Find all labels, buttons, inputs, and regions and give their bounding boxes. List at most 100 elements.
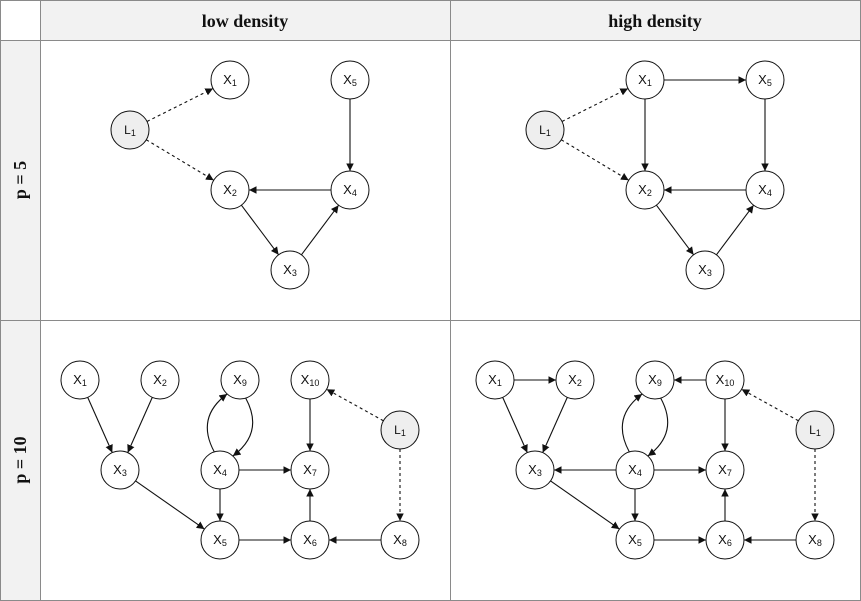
column-header-high-density: high density bbox=[608, 11, 702, 31]
edge-l1-to-x10 bbox=[326, 388, 384, 422]
latent-node-circle bbox=[110, 110, 150, 150]
node-x3: X3 bbox=[685, 250, 725, 290]
node-label: X1 bbox=[73, 372, 87, 388]
node-circle bbox=[270, 250, 310, 290]
node-l1: L1 bbox=[525, 110, 565, 150]
node-circle bbox=[615, 520, 655, 560]
node-x2: X2 bbox=[140, 360, 180, 400]
node-circle bbox=[625, 60, 665, 100]
node-label: X5 bbox=[343, 72, 357, 88]
node-x9: X9 bbox=[220, 360, 260, 400]
header-cell-high bbox=[450, 0, 861, 41]
node-circle bbox=[475, 360, 515, 400]
node-x9: X9 bbox=[635, 360, 675, 400]
edge-l1-to-x10 bbox=[741, 388, 799, 422]
latent-node-circle bbox=[795, 410, 835, 450]
edge-x4-to-x9 bbox=[206, 393, 228, 453]
corner-cell bbox=[0, 0, 41, 41]
node-x3: X3 bbox=[100, 450, 140, 490]
node-circle bbox=[330, 170, 370, 210]
node-label: X2 bbox=[638, 182, 652, 198]
node-label: X5 bbox=[213, 532, 227, 548]
node-label: X1 bbox=[488, 372, 502, 388]
node-circle bbox=[705, 450, 745, 490]
node-x4: X4 bbox=[200, 450, 240, 490]
node-label: X9 bbox=[233, 372, 247, 388]
node-circle bbox=[705, 520, 745, 560]
edge-x4-to-x9 bbox=[621, 393, 643, 453]
node-x1: X1 bbox=[625, 60, 665, 100]
node-x8: X8 bbox=[795, 520, 835, 560]
node-label: X5 bbox=[628, 532, 642, 548]
node-label: X9 bbox=[648, 372, 662, 388]
node-label: X6 bbox=[718, 532, 732, 548]
node-x4: X4 bbox=[745, 170, 785, 210]
node-circle bbox=[705, 360, 745, 400]
edge-x2-to-x3 bbox=[127, 397, 153, 453]
node-circle bbox=[625, 170, 665, 210]
node-x2: X2 bbox=[625, 170, 665, 210]
node-x1: X1 bbox=[475, 360, 515, 400]
node-x10: X10 bbox=[290, 360, 330, 400]
node-circle bbox=[515, 450, 555, 490]
node-circle bbox=[615, 450, 655, 490]
node-x2: X2 bbox=[210, 170, 250, 210]
node-circle bbox=[220, 360, 260, 400]
node-label: X2 bbox=[153, 372, 167, 388]
node-x1: X1 bbox=[210, 60, 250, 100]
node-circle bbox=[210, 60, 250, 100]
edge-x9-to-x4 bbox=[232, 397, 254, 457]
node-label: L1 bbox=[124, 123, 136, 138]
node-label: X5 bbox=[758, 72, 772, 88]
node-x3: X3 bbox=[270, 250, 310, 290]
node-l1: L1 bbox=[795, 410, 835, 450]
edge-l1-to-x1 bbox=[146, 88, 214, 122]
node-circle bbox=[290, 520, 330, 560]
row-header-cell-p5 bbox=[0, 40, 41, 321]
node-x10: X10 bbox=[705, 360, 745, 400]
node-label: X4 bbox=[213, 462, 227, 478]
node-x7: X7 bbox=[290, 450, 330, 490]
node-circle bbox=[380, 520, 420, 560]
node-circle bbox=[745, 60, 785, 100]
node-x1: X1 bbox=[60, 360, 100, 400]
node-label: X3 bbox=[283, 262, 297, 278]
node-x7: X7 bbox=[705, 450, 745, 490]
node-label: X10 bbox=[301, 372, 320, 388]
node-label: X1 bbox=[638, 72, 652, 88]
node-label: X6 bbox=[303, 532, 317, 548]
edge-x2-to-x3 bbox=[542, 397, 568, 453]
node-label: X7 bbox=[718, 462, 732, 478]
node-x3: X3 bbox=[515, 450, 555, 490]
node-label: X3 bbox=[698, 262, 712, 278]
node-circle bbox=[290, 360, 330, 400]
node-label: L1 bbox=[539, 123, 551, 138]
edge-x1-to-x3 bbox=[87, 397, 113, 453]
node-label: X7 bbox=[303, 462, 317, 478]
node-circle bbox=[290, 450, 330, 490]
edge-x2-to-x3 bbox=[240, 204, 280, 256]
node-circle bbox=[210, 170, 250, 210]
edge-x3-to-x4 bbox=[715, 204, 755, 256]
node-label: X4 bbox=[628, 462, 642, 478]
node-label: X3 bbox=[113, 462, 127, 478]
node-x5: X5 bbox=[330, 60, 370, 100]
node-circle bbox=[685, 250, 725, 290]
node-circle bbox=[795, 520, 835, 560]
node-l1: L1 bbox=[380, 410, 420, 450]
edge-x2-to-x3 bbox=[655, 204, 695, 256]
row-header-p10: p = 10 bbox=[10, 436, 30, 483]
node-x5: X5 bbox=[200, 520, 240, 560]
edge-x3-to-x4 bbox=[300, 204, 340, 256]
node-circle bbox=[555, 360, 595, 400]
edge-x3-to-x5 bbox=[550, 480, 620, 530]
header-cell-low bbox=[40, 0, 451, 41]
latent-node-circle bbox=[525, 110, 565, 150]
node-circle bbox=[60, 360, 100, 400]
node-circle bbox=[330, 60, 370, 100]
node-circle bbox=[635, 360, 675, 400]
latent-node-circle bbox=[380, 410, 420, 450]
